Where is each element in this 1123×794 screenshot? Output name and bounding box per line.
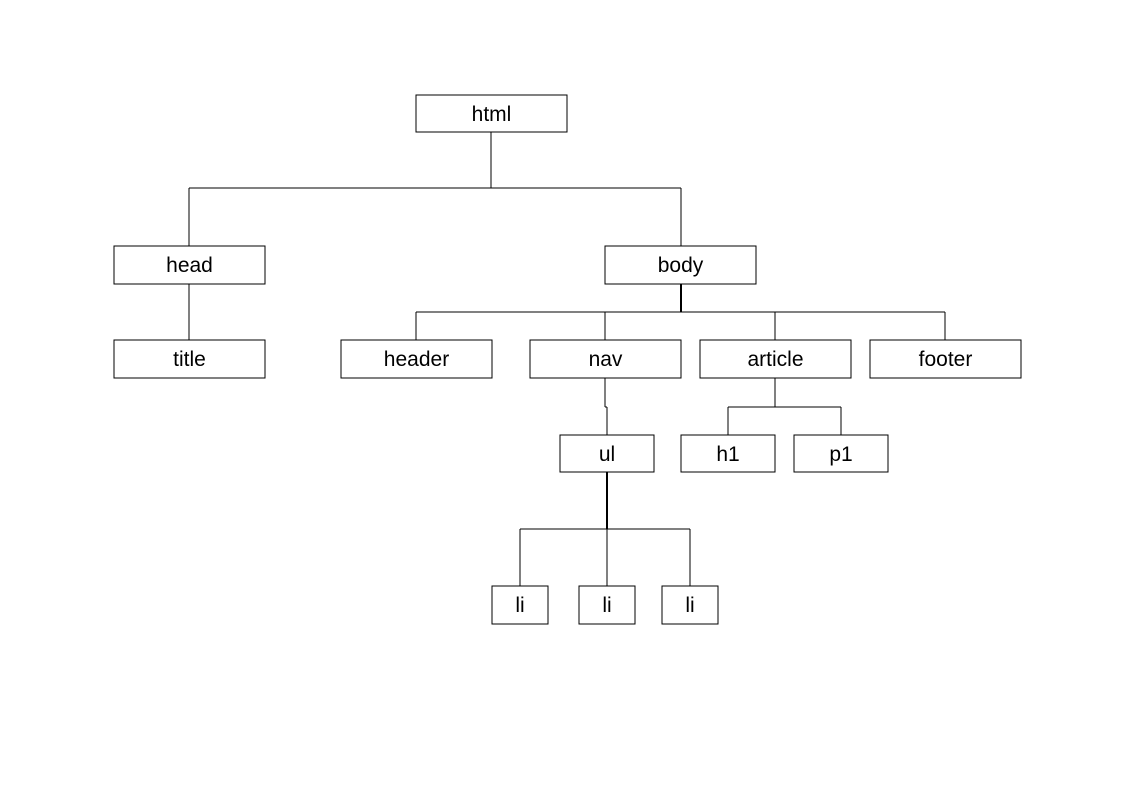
node-li-3: li xyxy=(661,585,719,625)
node-head: head xyxy=(113,245,266,285)
node-label: head xyxy=(166,254,213,277)
node-p1: p1 xyxy=(793,434,889,473)
node-html: html xyxy=(415,94,568,133)
node-label: title xyxy=(173,348,206,371)
node-label: article xyxy=(747,348,803,371)
node-label: li xyxy=(685,594,694,617)
node-label: p1 xyxy=(829,443,852,466)
node-nav: nav xyxy=(529,339,682,379)
connectors xyxy=(188,132,946,586)
node-label: li xyxy=(602,594,611,617)
node-h1: h1 xyxy=(680,434,776,473)
node-footer: footer xyxy=(869,339,1022,379)
node-label: footer xyxy=(919,348,973,371)
node-title: title xyxy=(113,339,266,379)
node-li-1: li xyxy=(491,585,549,625)
node-label: header xyxy=(384,348,449,371)
node-ul: ul xyxy=(559,434,655,473)
node-article: article xyxy=(699,339,852,379)
node-label: li xyxy=(515,594,524,617)
node-label: ul xyxy=(599,443,615,466)
node-label: h1 xyxy=(716,443,739,466)
node-body: body xyxy=(604,245,757,285)
node-label: body xyxy=(658,254,704,277)
node-label: nav xyxy=(589,348,623,371)
node-header: header xyxy=(340,339,493,379)
node-li-2: li xyxy=(578,585,636,625)
node-label: html xyxy=(472,103,512,126)
